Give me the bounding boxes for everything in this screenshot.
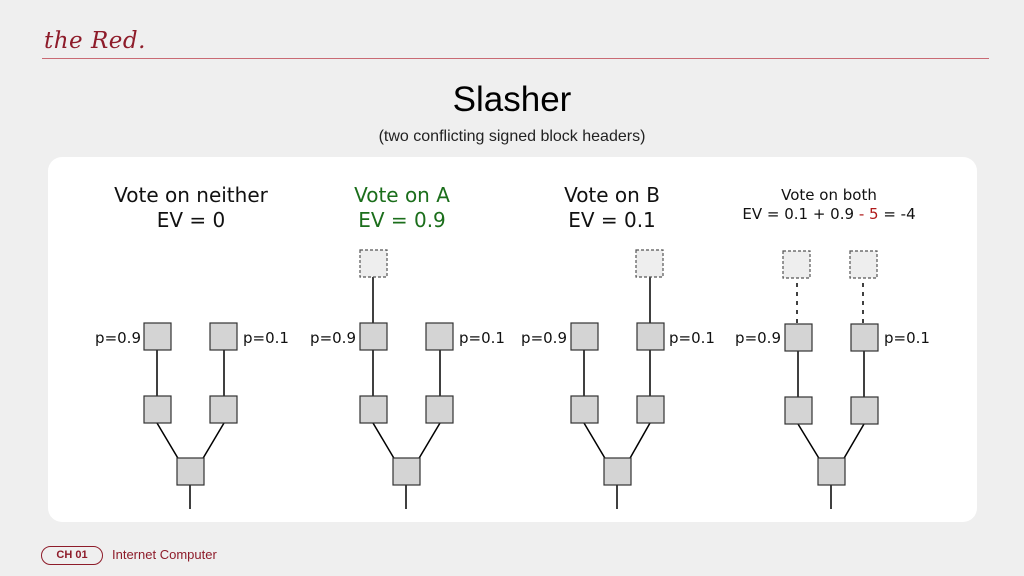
slide-title: Slasher	[452, 80, 572, 119]
scenario-title: Vote on B	[564, 183, 660, 207]
scenario-title: Vote on neither	[114, 183, 268, 207]
footer-title: Internet Computer	[112, 547, 217, 562]
block	[570, 395, 599, 424]
slide-subtitle: (two conflicting signed block headers)	[378, 128, 646, 145]
probability-right: p=0.1	[884, 329, 930, 347]
block	[817, 457, 846, 486]
block	[392, 457, 421, 486]
block	[425, 395, 454, 424]
probability-left: p=0.9	[95, 329, 141, 347]
scenario-vote-b: Vote on B EV = 0.1 p=0.9 p=0.1	[521, 183, 715, 509]
scenario-ev: EV = 0	[157, 208, 226, 232]
ev-prefix: EV = 0.1 + 0.9	[742, 205, 858, 223]
block	[143, 322, 172, 351]
block	[636, 395, 665, 424]
block	[209, 395, 238, 424]
scenario-ev: EV = 0.1 + 0.9 - 5 = -4	[742, 205, 915, 223]
probability-right: p=0.1	[669, 329, 715, 347]
block	[850, 396, 879, 425]
new-block	[635, 249, 664, 278]
header-divider	[42, 58, 989, 59]
brand-logo: the Red.	[44, 28, 146, 54]
block	[209, 322, 238, 351]
ev-suffix: = -4	[879, 205, 916, 223]
scenario-vote-both: Vote on both EV = 0.1 + 0.9 - 5 = -4 p=0…	[735, 186, 930, 509]
block	[359, 322, 388, 351]
block	[636, 322, 665, 351]
block	[143, 395, 172, 424]
scenario-vote-a: Vote on A EV = 0.9 p=0.9 p=0.1	[310, 183, 505, 509]
new-block	[849, 250, 878, 279]
scenario-title: Vote on both	[781, 186, 877, 204]
probability-right: p=0.1	[459, 329, 505, 347]
ev-penalty: - 5	[859, 205, 879, 223]
block	[359, 395, 388, 424]
probability-right: p=0.1	[243, 329, 289, 347]
block	[784, 396, 813, 425]
scenario-ev: EV = 0.9	[358, 208, 446, 232]
chapter-badge: CH 01	[41, 546, 103, 565]
new-block	[782, 250, 811, 279]
probability-left: p=0.9	[310, 329, 356, 347]
probability-left: p=0.9	[735, 329, 781, 347]
block	[850, 323, 879, 352]
scenario-vote-neither: Vote on neither EV = 0 p=0.9 p=0.1	[95, 183, 289, 509]
block	[570, 322, 599, 351]
block	[176, 457, 205, 486]
block	[784, 323, 813, 352]
scenario-ev: EV = 0.1	[568, 208, 656, 232]
probability-left: p=0.9	[521, 329, 567, 347]
block	[425, 322, 454, 351]
new-block	[359, 249, 388, 278]
block	[603, 457, 632, 486]
scenario-title: Vote on A	[354, 183, 450, 207]
